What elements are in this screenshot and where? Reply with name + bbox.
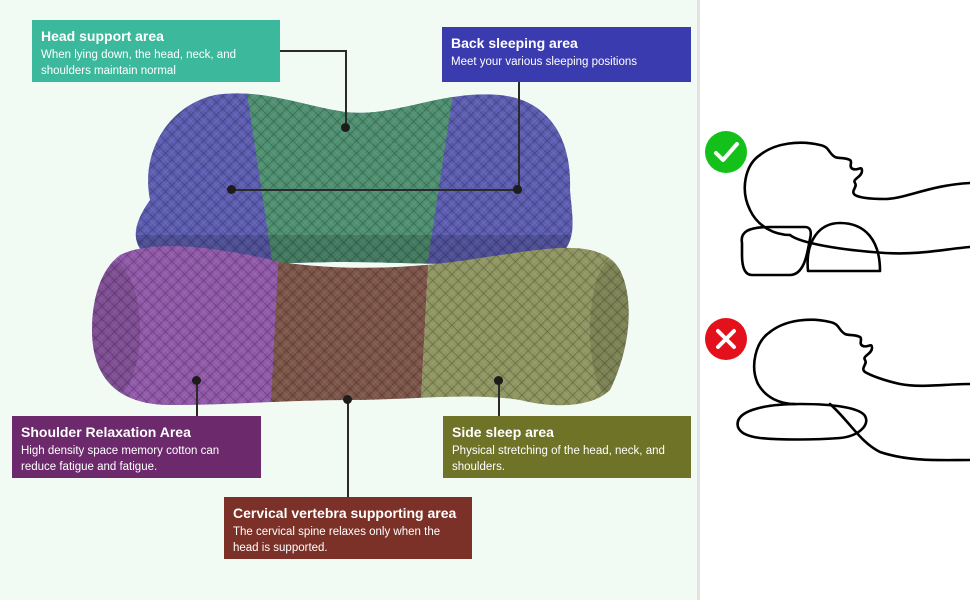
- side-sleep-desc: Physical stretching of the head, neck, a…: [452, 445, 665, 473]
- back-sleeping-title: Back sleeping area: [451, 35, 578, 51]
- leader-line-horizontal: [231, 189, 519, 191]
- panel-divider: [697, 0, 700, 600]
- leader-line-head: [280, 50, 346, 52]
- marker-dot-back: [513, 185, 522, 194]
- side-sleep-label: Side sleep area Physical stretching of t…: [443, 416, 691, 478]
- marker-dot-side: [494, 376, 503, 385]
- shoulder-relaxation-title: Shoulder Relaxation Area: [21, 424, 191, 440]
- cervical-desc: The cervical spine relaxes only when the…: [233, 526, 441, 554]
- back-sleeping-desc: Meet your various sleeping positions: [451, 56, 638, 68]
- marker-dot-head: [341, 123, 350, 132]
- leader-line-cervical: [347, 399, 349, 497]
- back-sleeping-label: Back sleeping area Meet your various sle…: [442, 27, 691, 82]
- check-icon: [705, 131, 747, 173]
- bottom-pillow: [92, 246, 629, 406]
- shoulder-relaxation-label: Shoulder Relaxation Area High density sp…: [12, 416, 261, 478]
- leader-line-head-vertical: [345, 50, 347, 128]
- marker-dot-left: [227, 185, 236, 194]
- cross-icon: [705, 318, 747, 360]
- head-support-title: Head support area: [41, 28, 164, 44]
- leader-line-shoulder: [196, 381, 198, 416]
- side-sleep-title: Side sleep area: [452, 424, 554, 440]
- cervical-label: Cervical vertebra supporting area The ce…: [224, 497, 472, 559]
- wrong-posture-illustration: [736, 318, 970, 462]
- leader-line-side: [498, 381, 500, 416]
- head-support-desc: When lying down, the head, neck, and sho…: [41, 49, 236, 77]
- cervical-title: Cervical vertebra supporting area: [233, 505, 457, 521]
- correct-posture-illustration: [740, 141, 970, 277]
- pillow-illustration: [92, 93, 629, 406]
- head-support-label: Head support area When lying down, the h…: [32, 20, 280, 82]
- leader-line-back: [518, 82, 520, 190]
- marker-dot-shoulder: [192, 376, 201, 385]
- marker-dot-cervical: [343, 395, 352, 404]
- shoulder-relaxation-desc: High density space memory cotton can red…: [21, 445, 220, 473]
